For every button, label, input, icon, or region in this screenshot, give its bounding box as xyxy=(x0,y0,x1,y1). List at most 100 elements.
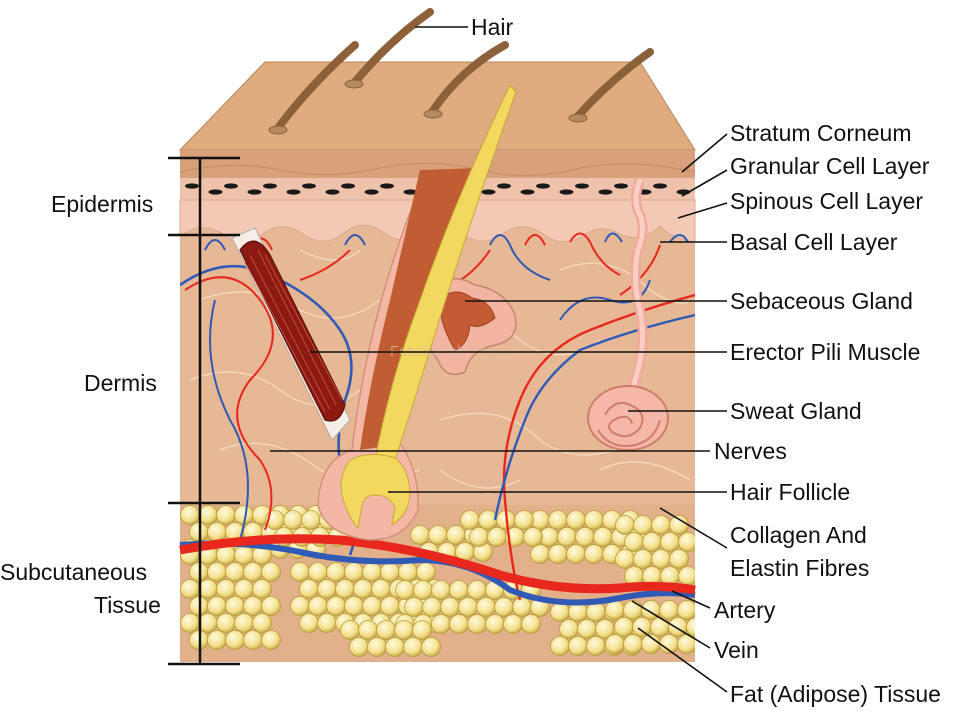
granule xyxy=(520,189,535,195)
granule xyxy=(559,189,574,195)
fat-cell xyxy=(514,510,534,530)
label-subcutaneous-line1: Subcutaneous xyxy=(0,559,147,585)
leader-lines xyxy=(270,26,728,693)
granule xyxy=(364,189,379,195)
fat-cell xyxy=(584,544,604,564)
artery xyxy=(179,534,696,595)
granule xyxy=(481,189,496,195)
granule xyxy=(286,189,301,195)
fat-cell xyxy=(568,636,588,656)
fat-cell xyxy=(512,597,532,617)
granule xyxy=(325,189,340,195)
fat-cell xyxy=(225,562,245,582)
fat-cell xyxy=(353,579,373,599)
fat-cell xyxy=(243,630,263,650)
fat-cell xyxy=(234,579,254,599)
fat-cell xyxy=(642,532,662,552)
fat-cell xyxy=(349,637,369,657)
fat-cell xyxy=(380,596,400,616)
label-basal-cell-layer: Basal Cell Layer xyxy=(730,229,898,255)
fat-cell xyxy=(225,630,245,650)
fat-cell xyxy=(198,613,218,633)
fat-cell xyxy=(198,505,218,525)
fat-cell xyxy=(376,620,396,640)
sweat-gland xyxy=(587,178,669,451)
granule xyxy=(208,189,223,195)
fat-cell xyxy=(290,562,310,582)
label-fat-tissue: Fat (Adipose) Tissue xyxy=(730,681,941,707)
granule xyxy=(263,183,277,189)
fat-cell xyxy=(252,613,272,633)
fat-cell xyxy=(283,510,303,530)
granule xyxy=(185,183,199,189)
fat-cell xyxy=(252,579,272,599)
hair-bulb xyxy=(340,454,411,530)
fat-cell xyxy=(440,597,460,617)
fat-cell xyxy=(198,579,218,599)
fat-cell xyxy=(624,532,644,552)
fat-cell xyxy=(650,617,670,637)
fat-cell xyxy=(678,532,695,552)
fat-cell xyxy=(633,549,653,569)
fat-cell xyxy=(605,600,625,620)
fat-cell xyxy=(394,620,414,640)
fat-cell xyxy=(308,596,328,616)
fat-cell xyxy=(593,527,613,547)
fat-cell xyxy=(660,532,680,552)
fat-cell xyxy=(261,596,281,616)
erector-pili-muscle xyxy=(231,227,351,441)
granule xyxy=(302,183,316,189)
fat-cell xyxy=(485,614,505,634)
label-spinous-cell-layer: Spinous Cell Layer xyxy=(730,188,923,214)
fat-cell xyxy=(207,522,227,542)
fat-cell xyxy=(467,580,487,600)
fat-cell xyxy=(586,636,606,656)
fat-cell xyxy=(413,580,433,600)
fat-cell xyxy=(335,579,355,599)
fat-cell xyxy=(395,580,415,600)
fat-cell xyxy=(446,525,466,545)
fat-cell xyxy=(362,562,382,582)
granule xyxy=(497,183,511,189)
fat-cell xyxy=(216,579,236,599)
fat-cell xyxy=(243,596,263,616)
fat-cell xyxy=(467,614,487,634)
label-subcutaneous-line2: Tissue xyxy=(94,592,161,618)
fat-cell xyxy=(575,527,595,547)
fat-cell xyxy=(207,630,227,650)
fat-cell xyxy=(180,613,200,633)
fat-cell xyxy=(449,614,469,634)
granule xyxy=(380,183,394,189)
fat-cell xyxy=(659,600,679,620)
fat-cell xyxy=(261,630,281,650)
hair-pores xyxy=(268,79,588,135)
fat-cell xyxy=(344,596,364,616)
granule xyxy=(403,189,418,195)
fat-cell xyxy=(362,596,382,616)
fat-cell xyxy=(566,544,586,564)
fat-cell xyxy=(584,510,604,530)
label-epidermis: Epidermis xyxy=(51,191,153,217)
fat-cell xyxy=(686,617,695,637)
fat-cell xyxy=(503,614,523,634)
fat-cell xyxy=(380,562,400,582)
fat-cell xyxy=(559,619,579,639)
fat-cell xyxy=(605,634,625,654)
fat-cell xyxy=(469,527,489,547)
label-sebaceous-gland: Sebaceous Gland xyxy=(730,288,913,314)
fat-cell xyxy=(478,510,498,530)
label-collagen-line1: Collagen And xyxy=(730,522,867,548)
fat-cell xyxy=(344,562,364,582)
fat-cell xyxy=(317,579,337,599)
fat-cell xyxy=(677,600,695,620)
granule xyxy=(598,189,613,195)
fat-cell xyxy=(678,566,695,586)
fat-cell xyxy=(234,545,254,565)
fat-cell xyxy=(308,562,328,582)
fat-cell xyxy=(421,637,441,657)
fat-cell xyxy=(623,634,643,654)
label-granular-cell-layer: Granular Cell Layer xyxy=(730,153,930,179)
fat-cell xyxy=(301,510,321,530)
fat-cell xyxy=(521,614,541,634)
fat-cell xyxy=(550,602,570,622)
